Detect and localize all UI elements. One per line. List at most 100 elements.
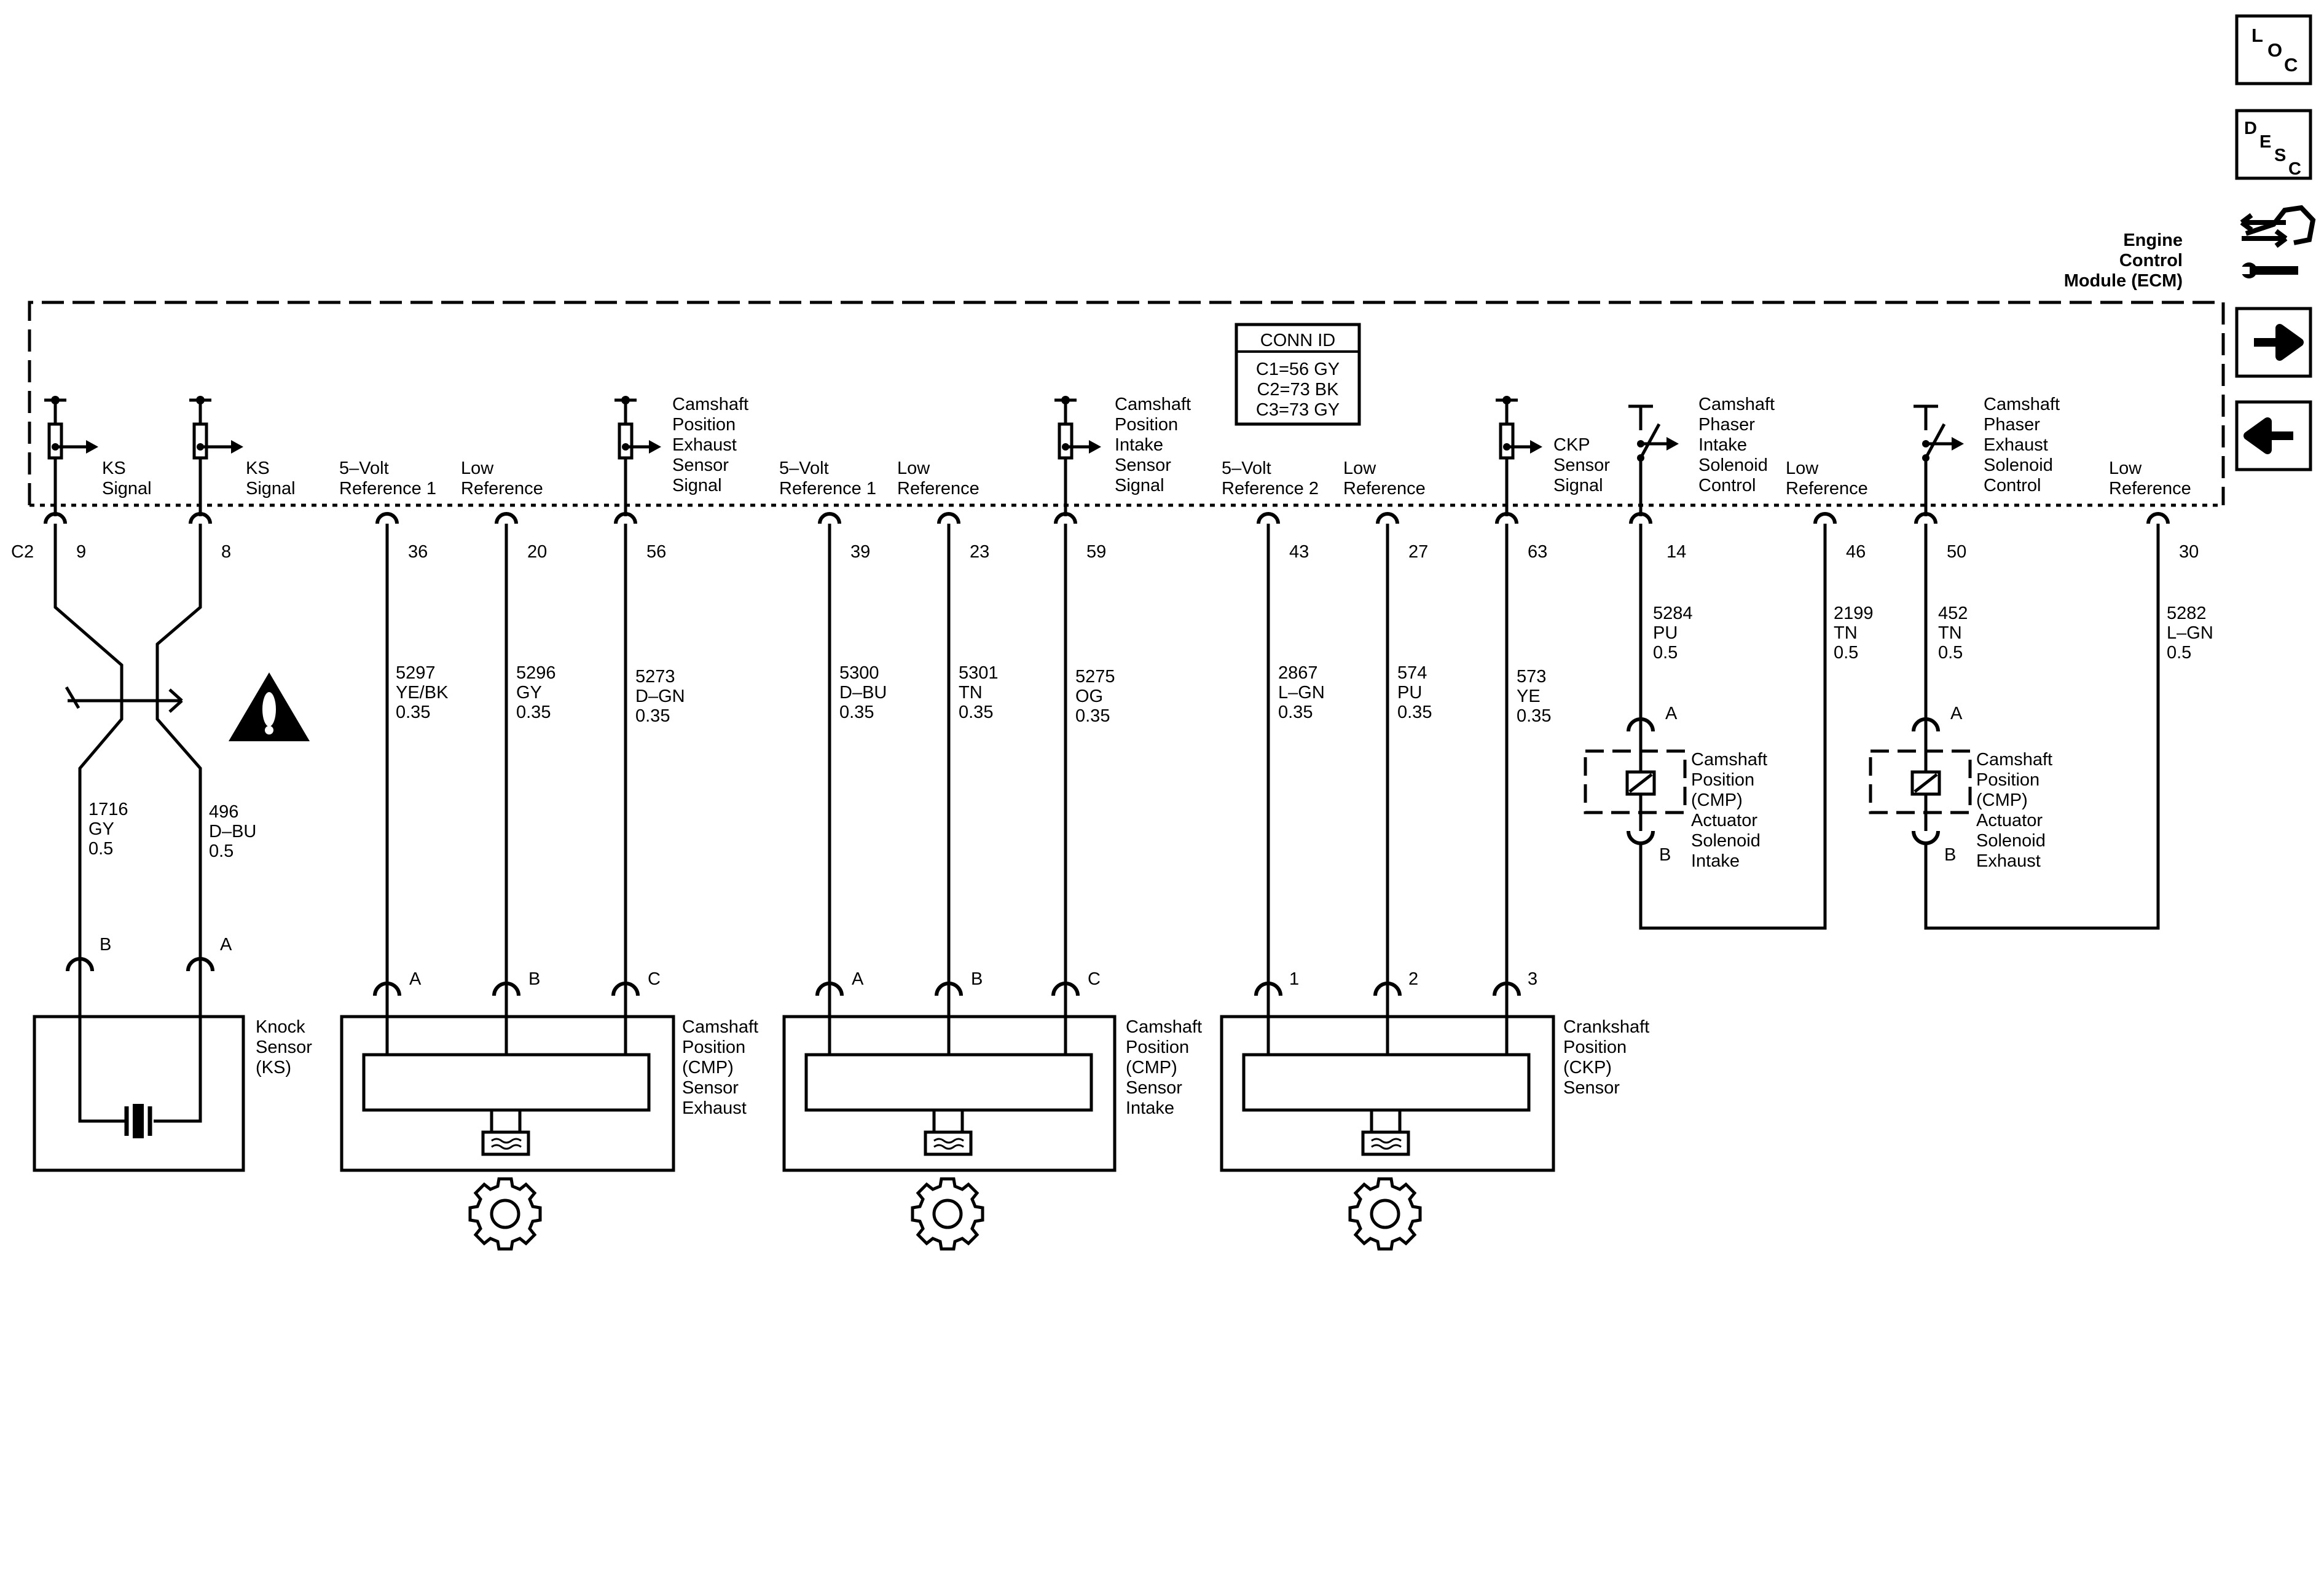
svg-text:0.35: 0.35 [516,703,551,722]
component-terminals: B A A B C A B C 1 2 3 A B A B [66,704,1963,996]
svg-text:D–GN: D–GN [635,687,685,706]
svg-text:8: 8 [221,542,231,562]
svg-text:(CMP): (CMP) [1691,790,1743,810]
svg-text:20: 20 [527,542,547,562]
svg-text:Low: Low [2109,459,2142,478]
svg-text:B: B [1944,845,1956,865]
svg-text:L–GN: L–GN [1278,683,1325,703]
solenoid-icon [1910,762,1941,801]
conn-id-title: CONN ID [1260,331,1335,350]
svg-text:Sensor: Sensor [682,1078,739,1098]
svg-text:Camshaft: Camshaft [1698,395,1775,414]
svg-text:Sensor: Sensor [672,455,729,475]
next-page-button[interactable] [2235,307,2312,378]
svg-text:Solenoid: Solenoid [1691,831,1761,851]
svg-text:Actuator: Actuator [1691,811,1757,830]
svg-text:0.35: 0.35 [1075,706,1110,726]
ecm-connector-icon [2240,205,2316,278]
warning-icon [229,672,310,741]
svg-text:46: 46 [1846,542,1866,562]
svg-text:Camshaft: Camshaft [1126,1017,1202,1037]
svg-text:Position: Position [1115,415,1178,435]
svg-text:5296: 5296 [516,663,556,683]
previous-page-button[interactable] [2235,400,2312,471]
desc-letter-c: C [2288,159,2301,179]
svg-text:0.35: 0.35 [839,703,874,722]
svg-text:0.5: 0.5 [88,839,113,859]
svg-text:30: 30 [2179,542,2199,562]
svg-text:D–BU: D–BU [209,822,256,841]
svg-text:CKP: CKP [1553,435,1590,455]
svg-text:Reference: Reference [1343,479,1426,498]
svg-text:0.5: 0.5 [209,841,234,861]
svg-text:0.35: 0.35 [396,703,430,722]
svg-text:(CMP): (CMP) [1126,1058,1177,1077]
svg-text:5275: 5275 [1075,667,1115,687]
svg-text:TN: TN [1834,623,1858,643]
svg-text:1: 1 [1289,969,1299,989]
svg-text:Exhaust: Exhaust [1984,435,2048,455]
svg-text:5–Volt: 5–Volt [339,459,389,478]
ecm-terminals: 9 8 36 20 56 39 23 59 43 27 63 14 46 50 … [44,512,2199,562]
svg-text:Exhaust: Exhaust [682,1098,747,1118]
svg-text:A: A [1950,704,1963,723]
ecm-connector-button[interactable] [2240,205,2316,278]
ecm-label-line1: Engine [2123,230,2183,250]
svg-text:Position: Position [1126,1038,1189,1057]
svg-text:A: A [220,935,232,955]
svg-text:50: 50 [1947,542,1966,562]
svg-text:Intake: Intake [1115,435,1163,455]
conn-id-box: CONN ID C1=56 GY C2=73 BK C3=73 GY [1235,323,1361,426]
ecm-module-boundary [28,301,2225,505]
svg-text:5–Volt: 5–Volt [779,459,829,478]
svg-text:43: 43 [1289,542,1309,562]
svg-text:39: 39 [850,542,870,562]
svg-text:Signal: Signal [1553,476,1603,495]
svg-text:GY: GY [88,819,114,839]
loc-icon [2235,14,2312,85]
svg-text:KS: KS [102,459,126,478]
desc-letter-s: S [2274,146,2286,165]
loc-button[interactable]: L O C [2235,14,2312,85]
connector-id-label: C2 [11,542,34,562]
twisted-pair-icon [53,524,124,971]
wires [53,524,2160,996]
svg-text:5301: 5301 [959,663,999,683]
svg-text:Signal: Signal [246,479,296,498]
svg-text:Low: Low [1786,459,1819,478]
loc-letter-o: O [2267,39,2282,61]
next-page-icon [2254,324,2304,361]
svg-text:Camshaft: Camshaft [1691,750,1767,770]
svg-text:GY: GY [516,683,542,703]
cmp-exhaust-sensor: Camshaft Position (CMP) Sensor Exhaust [340,996,758,1172]
svg-text:573: 573 [1517,667,1546,687]
desc-icon [2235,109,2312,180]
svg-text:Reference 1: Reference 1 [339,479,436,498]
svg-text:Sensor: Sensor [1126,1078,1182,1098]
gear-icon [911,1177,984,1251]
svg-text:Phaser: Phaser [1984,415,2040,435]
svg-text:TN: TN [1938,623,1962,643]
svg-text:Signal: Signal [672,476,722,495]
desc-letter-d: D [2244,119,2257,138]
svg-text:1716: 1716 [88,800,128,819]
svg-text:Signal: Signal [102,479,152,498]
ecm-internal-ks-9 [44,396,98,516]
svg-text:OG: OG [1075,687,1103,706]
gear-icon [1348,1177,1422,1251]
svg-text:Camshaft: Camshaft [1984,395,2060,414]
desc-button[interactable]: D E S C [2235,109,2312,180]
svg-text:Reference: Reference [2109,479,2191,498]
svg-text:Actuator: Actuator [1976,811,2043,830]
svg-text:(CMP): (CMP) [682,1058,734,1077]
svg-text:Control: Control [1698,476,1756,495]
svg-text:5282: 5282 [2167,604,2207,623]
svg-text:Camshaft: Camshaft [672,395,748,414]
svg-text:Solenoid: Solenoid [1984,455,2053,475]
ecm-internal-63 [1496,396,1542,516]
piezo-element-icon [124,1104,152,1138]
svg-text:Signal: Signal [1115,476,1164,495]
svg-text:D–BU: D–BU [839,683,887,703]
switch-icon [1639,423,1661,459]
